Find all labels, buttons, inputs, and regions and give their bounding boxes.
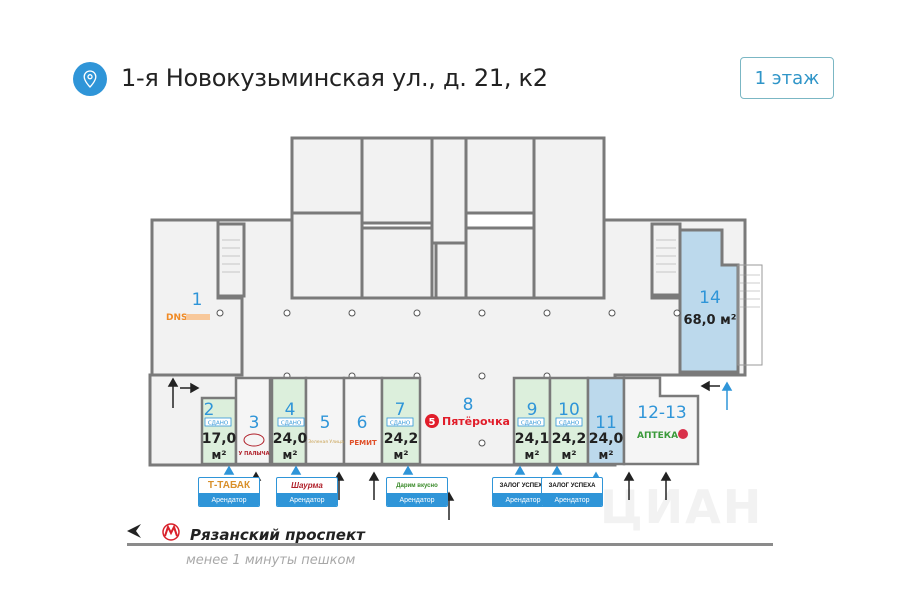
tenant-logo: ЗАЛОГ УСПЕХА (499, 482, 547, 489)
unit-area: 24,0 (589, 431, 624, 447)
rear-room (360, 226, 434, 300)
tenant-logo: Т-ТАБАК (207, 480, 251, 491)
u-palycha-logo: У ПАЛЫЧА (239, 451, 270, 457)
unit-area: 24,2 (384, 431, 419, 447)
rear-room (290, 211, 364, 300)
unit-number: 7 (395, 400, 406, 420)
unit-2[interactable] (200, 396, 238, 466)
tenant-logo: Шаурма (291, 481, 323, 490)
tenant-card[interactable]: Дарим вкусно Арендатор (386, 477, 448, 507)
area-unit: м² (561, 448, 576, 462)
unit-area: 24,1 (515, 431, 550, 447)
area-unit: м² (598, 448, 613, 462)
tenant-role: Арендатор (493, 493, 553, 506)
unit-number: 6 (357, 413, 368, 433)
side-stairs (737, 264, 763, 366)
remit-logo: РЕМИТ (349, 439, 377, 447)
rear-corridor (430, 136, 468, 245)
u-palycha-emblem (243, 433, 265, 447)
status-badge: СДАНО (281, 421, 302, 427)
tenant-role: Арендатор (199, 493, 259, 506)
metro-station: Рязанский проспект (190, 526, 365, 544)
area-unit: м² (282, 448, 297, 462)
rear-room (290, 136, 364, 215)
zelenaya-logo: Зеленая Улица (308, 439, 344, 445)
entrance-arrows (167, 377, 720, 520)
watermark: ЦИАН (600, 480, 764, 534)
unit-area: 24,2 (552, 431, 587, 447)
area-unit: м² (393, 448, 408, 462)
pyaterochka-icon-digit: 5 (429, 417, 436, 428)
stairwell (216, 222, 246, 298)
rear-room (532, 136, 606, 300)
unit-6[interactable] (342, 376, 384, 466)
status-badge: СДАНО (208, 421, 229, 427)
metro-icon (162, 523, 180, 541)
unit-12-13[interactable] (622, 376, 700, 466)
unit-number: 5 (320, 413, 331, 433)
tenant-card[interactable]: ЗАЛОГ УСПЕХА Арендатор (541, 477, 603, 507)
rear-room (360, 136, 434, 225)
arrow-left-icon (127, 524, 141, 538)
unit-number: 3 (249, 413, 260, 433)
status-badge: СДАНО (521, 421, 542, 427)
tenant-logo: ЗАЛОГ УСПЕХА (548, 482, 596, 489)
unit-14-area-label: 68,0 м² (684, 313, 737, 328)
apteka-logo: АПТЕКА (637, 431, 678, 441)
rear-room (464, 136, 536, 215)
unit-number: 4 (285, 400, 296, 420)
tenant-role: Арендатор (387, 493, 447, 506)
unit-1-area (150, 218, 244, 377)
dns-tagline (186, 314, 210, 320)
map-pin-icon (83, 70, 97, 88)
unit-number: 11 (595, 413, 617, 433)
unit-14-area (650, 228, 740, 374)
unit-number: 9 (527, 400, 538, 420)
apteka-icon (678, 429, 688, 439)
walk-time: менее 1 минуты пешком (186, 553, 356, 568)
unit-number: 12-13 (637, 403, 686, 423)
road-line (127, 543, 773, 546)
area-unit: м² (524, 448, 539, 462)
unit-area: 24,0 (273, 431, 308, 447)
rear-wc (434, 241, 468, 300)
tenant-card[interactable]: Шаурма Арендатор (276, 477, 338, 507)
floor-selector-button[interactable]: 1 этаж (740, 57, 834, 99)
unit-number: 10 (558, 400, 580, 420)
unit-area: 17,0 (202, 431, 237, 447)
stairwell (650, 222, 682, 298)
unit-3[interactable] (234, 376, 272, 466)
dns-logo: DNS (166, 313, 188, 323)
tenant-logo: Дарим вкусно (396, 482, 438, 489)
unit-number: 1 (192, 290, 203, 310)
tenant-role: Арендатор (542, 493, 602, 506)
location-pin-badge (73, 62, 107, 96)
status-badge: СДАНО (390, 421, 411, 427)
address-title: 1-я Новокузьминская ул., д. 21, к2 (121, 64, 548, 92)
unit-number: 14 (699, 288, 721, 308)
rear-room (464, 226, 538, 300)
pyaterochka-icon (425, 414, 439, 428)
unit-number: 2 (204, 400, 215, 420)
unit-number: 8 (463, 395, 474, 415)
tenant-role: Арендатор (277, 493, 337, 506)
pyaterochka-logo: Пятёрочка (442, 415, 510, 428)
metro-direction (127, 523, 180, 541)
tenant-card[interactable]: Т-ТАБАК Арендатор (198, 477, 260, 507)
status-badge: СДАНО (559, 421, 580, 427)
area-unit: м² (211, 448, 226, 462)
